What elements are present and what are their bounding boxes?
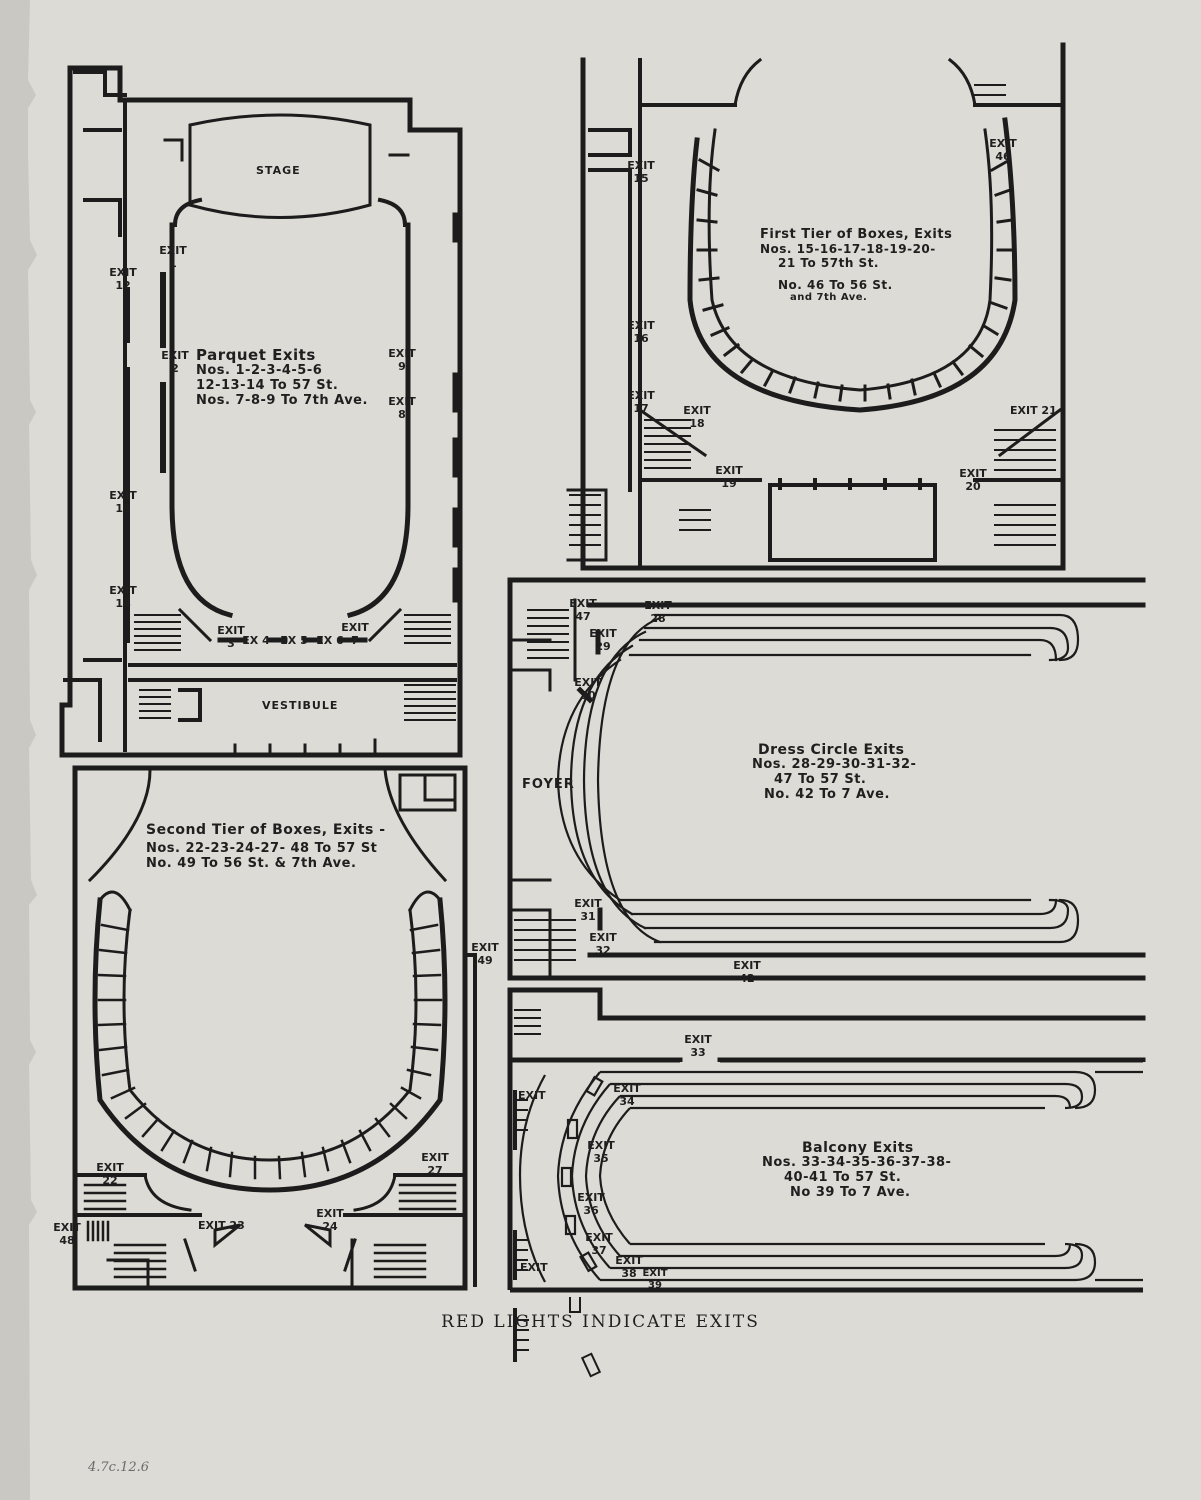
exit-3-label: EXIT 3 (217, 624, 245, 650)
exit-15-label: EXIT 15 (627, 159, 655, 185)
exit-33-label: EXIT 33 (684, 1033, 712, 1059)
vestibule-label: VESTIBULE (262, 699, 339, 712)
exit-7-label: EXIT 7 (341, 621, 369, 647)
exit-38-label: EXIT 38 (615, 1254, 643, 1280)
first-tier-line-3: No. 46 To 56 St. (778, 277, 893, 292)
exit-31-label: EXIT 31 (574, 897, 602, 923)
exit-29-label: EXIT 29 (589, 627, 617, 653)
exit-19-label: EXIT 19 (715, 464, 743, 490)
exit-39-label: EXIT 39 (642, 1268, 668, 1291)
exit-5-label: EX 5 (280, 634, 308, 647)
foyer-label: FOYER (522, 777, 575, 792)
parquet-line-3: Nos. 7-8-9 To 7th Ave. (196, 393, 368, 409)
exit-12-label: EXIT 12 (109, 266, 137, 292)
exit-14-label: EXIT 14 (109, 584, 137, 610)
exit-9-label: EXIT 9 (388, 347, 416, 373)
exit-49-label: EXIT 49 (471, 941, 499, 967)
exit-24-label: EXIT 24 (316, 1207, 344, 1233)
dress-circle-exits-title: Dress Circle Exits Nos. 28-29-30-31-32- … (752, 742, 916, 803)
exit-18-label: EXIT 18 (683, 404, 711, 430)
exit-17-label: EXIT 17 (627, 389, 655, 415)
exit-21-label: EXIT 21 (1010, 404, 1057, 417)
exit-2-label: EXIT 2 (161, 349, 189, 375)
exit-35-label: EXIT 35 (587, 1139, 615, 1165)
exit-22-label: EXIT 22 (96, 1161, 124, 1187)
first-tier-line-1: Nos. 15-16-17-18-19-20- (760, 241, 936, 256)
parquet-line-1: Nos. 1-2-3-4-5-6 (196, 363, 323, 379)
torn-left-edge (0, 0, 37, 1500)
exit-16-label: EXIT 16 (627, 319, 655, 345)
exit-42-label: EXIT 42 (733, 959, 761, 985)
exit-upper-label: EXIT (518, 1089, 546, 1102)
dress-circle-line-1: Nos. 28-29-30-31-32- (752, 757, 917, 773)
first-tier-line-2: 21 To 57th St. (778, 255, 879, 270)
balcony-title-text: Balcony Exits (802, 1140, 914, 1156)
parquet-plan (59, 65, 463, 758)
exit-4-label: EX 4 (242, 634, 270, 647)
exit-8-label: EXIT 8 (388, 395, 416, 421)
footer-note: RED LIGHTS INDICATE EXITS (441, 1312, 760, 1332)
first-tier-line-4: and 7th Ave. (790, 292, 868, 304)
second-tier-title-text: Second Tier of Boxes, Exits - (146, 822, 386, 838)
exit-30-label: EXIT 30 (574, 676, 602, 702)
archive-pencil-mark: 4.7c.12.6 (88, 1460, 150, 1475)
exit-1-label: EXIT 1 (159, 244, 187, 270)
second-tier-exits-title: Second Tier of Boxes, Exits - Nos. 22-23… (146, 822, 386, 872)
stage-label: STAGE (256, 164, 301, 177)
exit-23-label: EXIT 23 (198, 1219, 245, 1232)
exit-lower-label: EXIT (520, 1261, 548, 1274)
balcony-line-2: 40-41 To 57 St. (784, 1170, 902, 1186)
dress-circle-line-2: 47 To 57 St. (774, 772, 867, 788)
parquet-exits-title: Parquet Exits Nos. 1-2-3-4-5-6 12-13-14 … (196, 346, 368, 409)
exit-32-label: EXIT 32 (589, 931, 617, 957)
dress-circle-line-3: No. 42 To 7 Ave. (764, 786, 890, 802)
dress-circle-plan (507, 577, 1146, 981)
exit-47-label: EXIT 47 (569, 597, 597, 623)
exit-46-label: EXIT 46 (989, 137, 1017, 163)
exit-34-label: EXIT 34 (613, 1082, 641, 1108)
exit-37-label: EXIT 37 (585, 1231, 613, 1257)
exit-6-label: EX 6 (316, 634, 344, 647)
exit-28-label: EXIT 28 (644, 599, 672, 625)
parquet-title-text: Parquet Exits (196, 346, 316, 364)
exit-36-label: EXIT 36 (577, 1191, 605, 1217)
first-tier-title-text: First Tier of Boxes, Exits (760, 227, 953, 242)
balcony-line-3: No 39 To 7 Ave. (790, 1184, 911, 1200)
balcony-line-1: Nos. 33-34-35-36-37-38- (762, 1155, 952, 1171)
exit-27-label: EXIT 27 (421, 1151, 449, 1177)
exit-48-label: EXIT 48 (53, 1221, 81, 1247)
second-tier-line-1: Nos. 22-23-24-27- 48 To 57 St (146, 841, 378, 857)
exit-13-label: EXIT 13 (109, 489, 137, 515)
exit-20-label: EXIT 20 (959, 467, 987, 493)
parquet-line-2: 12-13-14 To 57 St. (196, 378, 339, 394)
first-tier-exits-title: First Tier of Boxes, Exits Nos. 15-16-17… (760, 227, 953, 304)
dress-circle-title-text: Dress Circle Exits (758, 742, 905, 758)
first-tier-plan (566, 42, 1066, 571)
second-tier-plan (72, 765, 477, 1291)
balcony-exits-title: Balcony Exits Nos. 33-34-35-36-37-38- 40… (762, 1140, 951, 1201)
second-tier-line-2: No. 49 To 56 St. & 7th Ave. (146, 856, 357, 872)
